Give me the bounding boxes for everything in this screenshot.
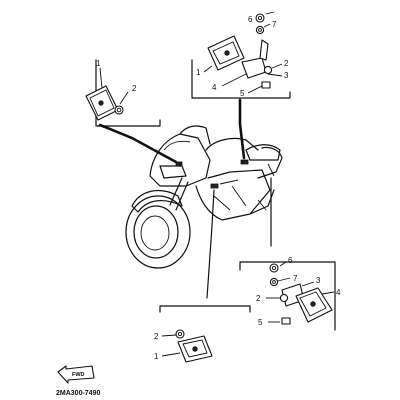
leader-lines [98, 98, 272, 299]
callout-3: 3 [284, 71, 289, 80]
washer-b-front-right [255, 25, 265, 35]
callout-1: 1 [196, 68, 201, 77]
bolt-rear-right [281, 317, 291, 325]
rear-right-reflector-group: 6 7 3 4 2 5 [256, 256, 341, 327]
callout-3: 3 [316, 276, 321, 285]
callout-1: 1 [96, 59, 101, 68]
nut-rear-right [279, 293, 289, 303]
rear-left-reflector-group: 2 1 [154, 329, 213, 363]
callout-4: 4 [212, 83, 217, 92]
callout-2: 2 [154, 332, 159, 341]
callout-2: 2 [284, 59, 289, 68]
washer-a-front-right [255, 13, 265, 23]
callout-7: 7 [272, 20, 277, 29]
nut-front-right [263, 65, 273, 75]
bolt-front-right [261, 81, 271, 89]
motorcycle-illustration [125, 125, 283, 269]
forward-arrow: FWD [57, 365, 95, 384]
front-reflector-mount-left [175, 161, 183, 166]
callout-2: 2 [256, 294, 261, 303]
callout-6: 6 [248, 15, 253, 24]
front-left-reflector-group: 1 2 [85, 59, 137, 121]
rear-reflector-mount-left [210, 183, 219, 189]
bracket-front-right [241, 57, 267, 79]
nut-front-left [114, 105, 124, 115]
washer-b-rear-right [269, 277, 279, 287]
callout-1: 1 [154, 352, 159, 361]
callout-4: 4 [336, 288, 341, 297]
callout-5: 5 [240, 89, 245, 98]
callout-2: 2 [132, 84, 137, 93]
washer-a-rear-right [269, 263, 279, 273]
front-right-reflector-group: 1 6 7 2 3 4 5 [196, 11, 289, 98]
callout-7: 7 [293, 274, 298, 283]
nut-rear-left [175, 329, 185, 339]
callout-5: 5 [258, 318, 263, 327]
fwd-label: FWD [72, 372, 85, 378]
fwd-arrow-icon [57, 365, 95, 384]
rear-reflector-mount-right [240, 159, 249, 165]
part-code: 2MA300-7490 [56, 390, 100, 397]
callout-6: 6 [288, 256, 293, 265]
